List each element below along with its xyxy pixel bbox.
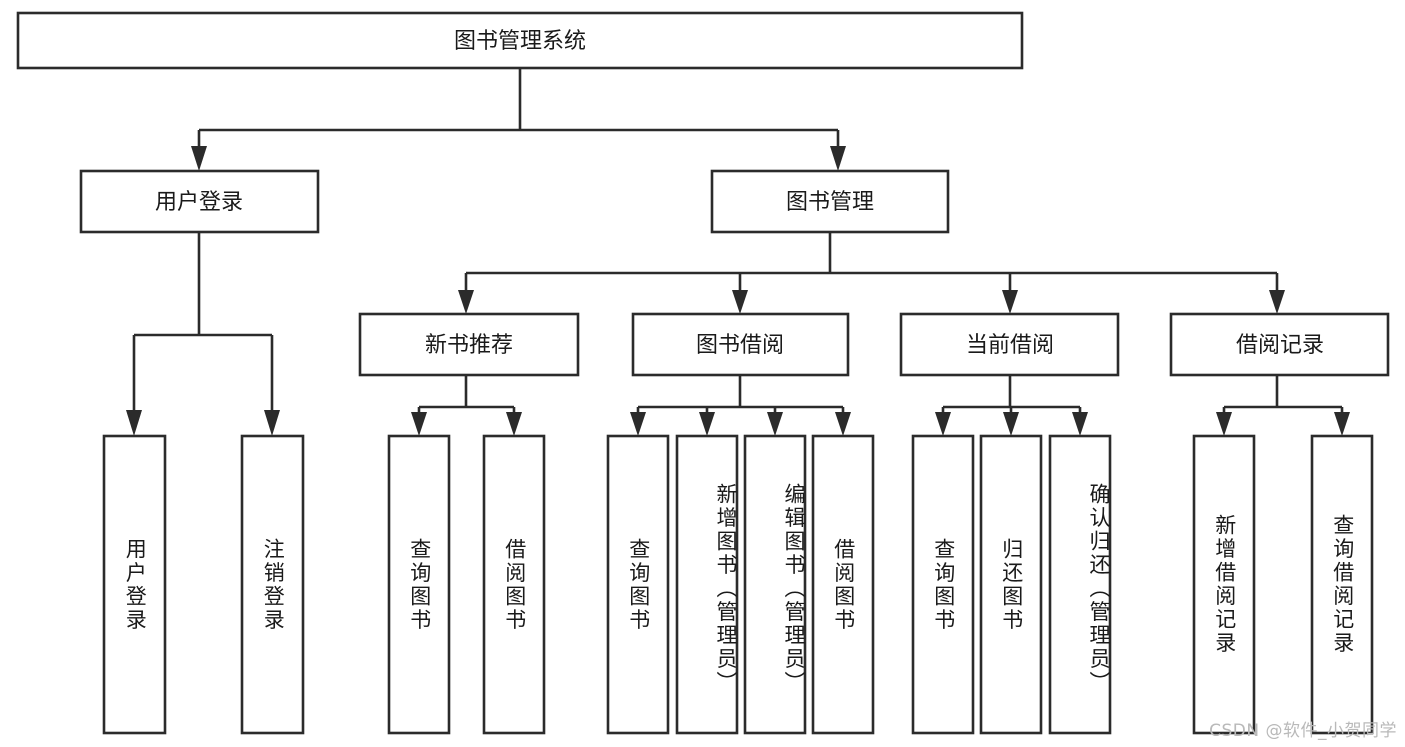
arrow-head-borrow-record: [1269, 290, 1285, 314]
node-leaf-query-book-a-box[interactable]: [387, 434, 451, 735]
node-new-book-recommend-box[interactable]: [358, 312, 580, 377]
arrow-head-leaf-query-borrow-record: [1334, 412, 1350, 436]
csdn-watermark: CSDN @软件_小贺同学: [1209, 721, 1397, 741]
node-leaf-query-borrow-record-box[interactable]: [1310, 434, 1374, 735]
node-current-borrow-label: 当前借阅: [966, 333, 1054, 358]
node-book-borrow-label: 图书借阅: [696, 333, 784, 358]
arrow-head-leaf-add-book: [699, 412, 715, 436]
edge-group-new-book-recommend: [411, 375, 522, 436]
arrow-head-new-book-recommend: [458, 290, 474, 314]
edge-group-book-manage: [458, 232, 1285, 314]
node-root[interactable]: 图书管理系统: [16, 11, 1024, 70]
arrow-head-book-manage: [830, 146, 846, 171]
node-root-box[interactable]: [16, 11, 1024, 70]
arrow-head-leaf-borrow-book-a: [506, 412, 522, 436]
node-leaf-borrow-book-b-box[interactable]: [811, 434, 875, 735]
arrow-head-user-login: [191, 146, 207, 171]
node-current-borrow[interactable]: 当前借阅: [899, 312, 1120, 377]
arrow-head-leaf-borrow-book-b: [835, 412, 851, 436]
arrow-head-leaf-edit-book: [767, 412, 783, 436]
edge-group-user-login: [126, 232, 280, 436]
node-leaf-logout-box[interactable]: [240, 434, 305, 735]
arrow-head-leaf-logout: [264, 410, 280, 436]
edge-group-current-borrow: [935, 375, 1088, 436]
node-book-manage-box[interactable]: [710, 169, 950, 234]
node-book-borrow[interactable]: 图书借阅: [631, 312, 850, 377]
node-leaf-query-book-c-box[interactable]: [911, 434, 975, 735]
node-leaf-confirm-return-box[interactable]: [1048, 434, 1112, 735]
node-leaf-return-book-box[interactable]: [979, 434, 1043, 735]
node-book-manage[interactable]: 图书管理: [710, 169, 950, 234]
node-borrow-record-box[interactable]: [1169, 312, 1390, 377]
arrow-head-leaf-add-borrow-record: [1216, 412, 1232, 436]
node-current-borrow-box[interactable]: [899, 312, 1120, 377]
node-borrow-record-label: 借阅记录: [1236, 333, 1324, 358]
node-user-login-box[interactable]: [79, 169, 320, 234]
node-book-manage-label: 图书管理: [786, 190, 874, 215]
node-leaf-edit-book-box[interactable]: [743, 434, 807, 735]
node-new-book-recommend[interactable]: 新书推荐: [358, 312, 580, 377]
node-user-login[interactable]: 用户登录: [79, 169, 320, 234]
node-leaf-user-login-box[interactable]: [102, 434, 167, 735]
node-leaf-query-book-b-box[interactable]: [606, 434, 670, 735]
edge-group-root: [191, 68, 846, 171]
node-new-book-recommend-label: 新书推荐: [425, 333, 513, 358]
arrow-head-leaf-return-book: [1003, 412, 1019, 436]
arrow-head-book-borrow: [732, 290, 748, 314]
edge-group-borrow-record: [1216, 375, 1350, 436]
node-borrow-record[interactable]: 借阅记录: [1169, 312, 1390, 377]
node-leaf-borrow-book-a-box[interactable]: [482, 434, 546, 735]
arrow-head-leaf-confirm-return: [1072, 412, 1088, 436]
arrow-head-leaf-query-book-a: [411, 412, 427, 436]
arrow-head-current-borrow: [1002, 290, 1018, 314]
node-book-borrow-box[interactable]: [631, 312, 850, 377]
arrow-head-leaf-user-login: [126, 410, 142, 436]
node-root-label: 图书管理系统: [454, 29, 586, 54]
arrow-head-leaf-query-book-c: [935, 412, 951, 436]
arrow-head-leaf-query-book-b: [630, 412, 646, 436]
node-leaf-add-book-box[interactable]: [675, 434, 739, 735]
node-user-login-label: 用户登录: [155, 190, 243, 215]
node-leaf-add-borrow-record-box[interactable]: [1192, 434, 1256, 735]
edge-group-book-borrow: [630, 375, 851, 436]
